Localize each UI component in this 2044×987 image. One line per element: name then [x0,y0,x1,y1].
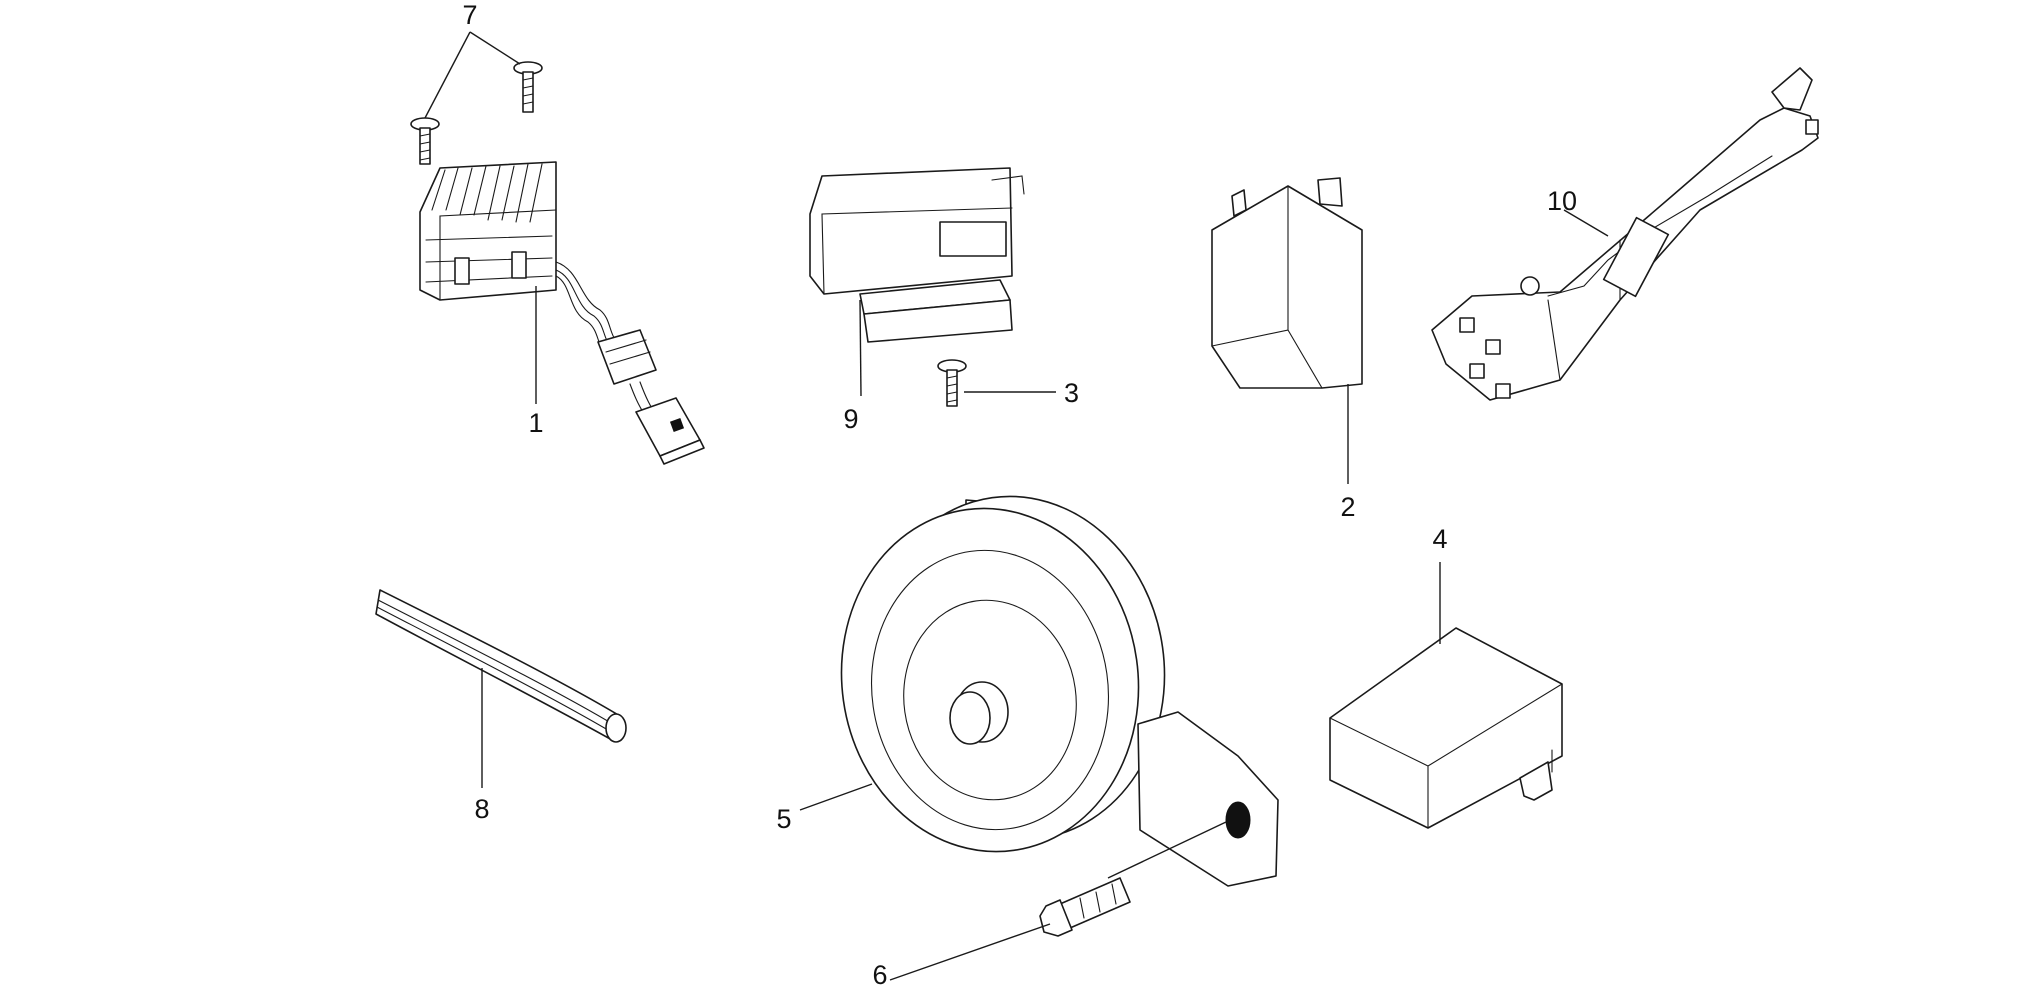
callout-2: 2 [1340,492,1355,522]
leader-lines [424,31,1609,981]
callout-7: 7 [462,0,477,30]
part-4-module-box [1329,627,1563,829]
part-10-bracket [1431,67,1819,401]
part-1-voltage-regulator [419,161,705,465]
callout-6: 6 [872,960,887,987]
part-3-screw [937,359,967,407]
callout-8: 8 [474,794,489,824]
callout-9: 9 [843,404,858,434]
callouts: 7 1 9 3 2 10 4 8 5 6 [462,0,1577,987]
part-9-relay [809,167,1025,343]
callout-10: 10 [1547,186,1577,216]
part-6-bolt [1039,877,1131,937]
callout-1: 1 [528,408,543,438]
callout-5: 5 [776,804,791,834]
part-7-screws [410,61,543,165]
callout-4: 4 [1432,524,1447,554]
part-2-cube-relay [1211,177,1363,389]
callout-3: 3 [1064,378,1079,408]
part-5-horn [840,495,1279,887]
part-8-rubber-strip [375,589,627,743]
